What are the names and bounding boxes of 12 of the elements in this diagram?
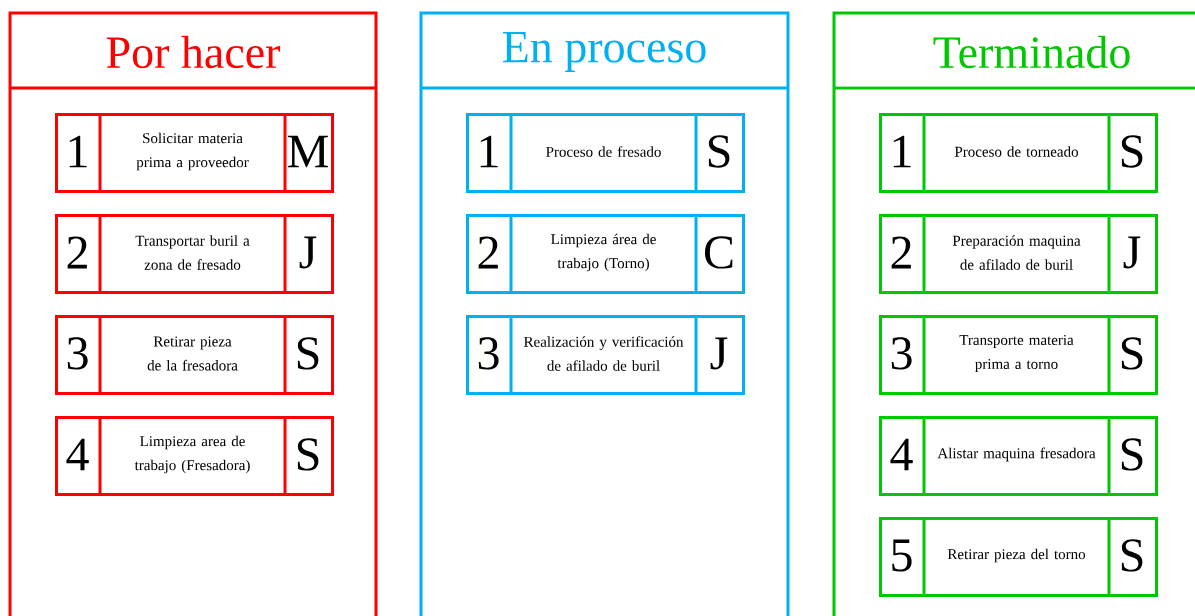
task-card: 4 Limpieza area de trabajo (Fresadora) S xyxy=(55,416,334,496)
task-card: 3 Realización y verificación de afilado de buril J xyxy=(466,315,745,395)
task-card: 2 Transportar buril a zona de fresado J xyxy=(55,214,334,294)
task-card: 1 Solicitar materia prima a proveedor M xyxy=(55,113,334,193)
task-card: 4 Alistar maquina fresadora S xyxy=(879,416,1158,496)
task-card: 3 Transporte materia prima a torno S xyxy=(879,315,1158,395)
task-card: 1 Proceso de torneado S xyxy=(879,113,1158,193)
task-card: 1 Proceso de fresado S xyxy=(466,113,745,193)
task-card: 3 Retirar pieza de la fresadora S xyxy=(55,315,334,395)
task-card: 5 Retirar pieza del torno S xyxy=(879,517,1158,597)
task-card: 2 Preparación maquina de afilado de buril J xyxy=(879,214,1158,294)
task-card: 2 Limpieza área de trabajo (Torno) C xyxy=(466,214,745,294)
